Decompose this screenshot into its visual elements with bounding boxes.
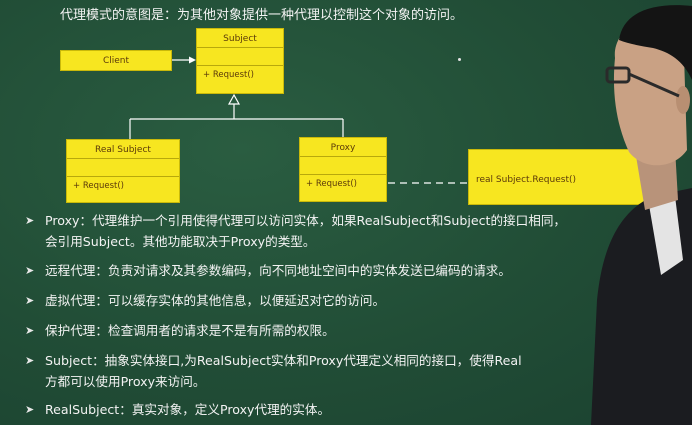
real-subject-operation: + Request() [73,181,124,191]
subject-operation: + Request() [203,70,254,80]
real-subject-name: Real Subject [67,140,179,159]
bullet-item-subject: ➤ Subject：抽象实体接口,为RealSubject实体和Proxy代理定… [23,350,566,392]
inheritance-triangle [227,93,241,105]
bullet-item-proxy: ➤ Proxy：代理维护一个引用使得代理可以访问实体，如果RealSubject… [23,210,566,252]
bullet-text: Subject：抽象实体接口,为RealSubject实体和Proxy代理定义相… [45,353,522,368]
bullet-text: 保护代理：检查调用者的请求是不是有所需的权限。 [45,323,335,338]
proxy-operation: + Request() [306,179,357,189]
note-text: real Subject.Request() [476,175,577,185]
subject-class-box: Subject + Request() [196,28,284,94]
arrow-bullet-icon: ➤ [25,294,35,307]
bullet-text-cont: 会引用Subject。其他功能取决于Proxy的类型。 [45,234,316,249]
bullet-text: 虚拟代理：可以缓存实体的其他信息，以便延迟对它的访问。 [45,293,386,308]
bullet-text: RealSubject：真实对象，定义Proxy代理的实体。 [45,402,331,417]
bullet-item-real-subject: ➤ RealSubject：真实对象，定义Proxy代理的实体。 [23,399,566,420]
presenter-photo [591,5,692,425]
real-subject-class-box: Real Subject + Request() [66,139,180,203]
arrow-bullet-icon: ➤ [25,324,35,337]
real-subject-attributes [67,159,179,177]
subject-name: Subject [197,29,283,48]
bullet-item-virtual-proxy: ➤ 虚拟代理：可以缓存实体的其他信息，以便延迟对它的访问。 [23,290,566,311]
client-label: Client [102,56,130,66]
chalk-dot [458,58,461,61]
client-box: Client [60,50,172,71]
presenter-hair [619,5,692,80]
presenter-face [613,20,687,166]
arrow-bullet-icon: ➤ [25,354,35,367]
bullet-item-remote-proxy: ➤ 远程代理：负责对请求及其参数编码，向不同地址空间中的实体发送已编码的请求。 [23,260,566,281]
presenter-shirt [649,196,683,275]
presenter-ear [676,86,690,114]
bullet-text-cont: 方都可以使用Proxy来访问。 [45,374,206,389]
bullet-list: ➤ Proxy：代理维护一个引用使得代理可以访问实体，如果RealSubject… [23,210,566,420]
association-arrowhead [189,56,196,64]
subject-attributes [197,48,283,66]
arrow-bullet-icon: ➤ [25,264,35,277]
proxy-attributes [300,157,386,175]
proxy-class-box: Proxy + Request() [299,137,387,202]
proxy-name: Proxy [300,138,386,157]
arrow-bullet-icon: ➤ [25,403,35,416]
slide-title: 代理模式的意图是：为其他对象提供一种代理以控制这个对象的访问。 [60,8,464,23]
note-box: real Subject.Request() [468,149,664,205]
bullet-text: Proxy：代理维护一个引用使得代理可以访问实体，如果RealSubject和S… [45,213,567,228]
bullet-text: 远程代理：负责对请求及其参数编码，向不同地址空间中的实体发送已编码的请求。 [45,263,511,278]
bullet-item-protection-proxy: ➤ 保护代理：检查调用者的请求是不是有所需的权限。 [23,320,566,341]
arrow-bullet-icon: ➤ [25,214,35,227]
